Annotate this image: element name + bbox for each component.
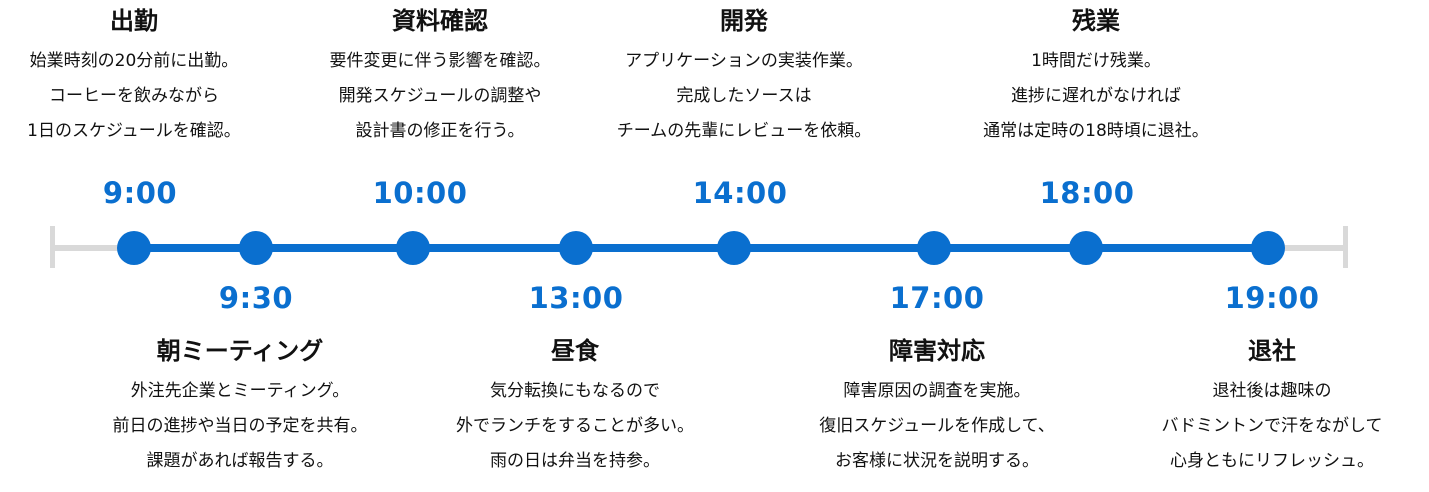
event-description: 外注先企業とミーティング。 前日の進捗や当日の予定を共有。 課題があれば報告する… xyxy=(113,374,368,479)
event-development: 開発 アプリケーションの実装作業。 完成したソースは チームの先輩にレビューを依… xyxy=(617,6,872,149)
event-title: 朝ミーティング xyxy=(156,337,324,365)
event-lunch: 昼食 気分転換にもなるので 外でランチをすることが多い。 雨の日は弁当を持参。 xyxy=(456,336,694,479)
timeline-dot-1400 xyxy=(717,231,751,265)
timeline-dot-1300 xyxy=(559,231,593,265)
timeline-dot-1800 xyxy=(1069,231,1103,265)
event-title: 出勤 xyxy=(109,7,158,35)
time-label-1800: 18:00 xyxy=(1039,176,1135,210)
event-morning-meeting: 朝ミーティング 外注先企業とミーティング。 前日の進捗や当日の予定を共有。 課題… xyxy=(113,336,368,479)
event-description-line: コーヒーを飲みながら xyxy=(48,86,219,106)
event-description-line: 要件変更に伴う影響を確認。 xyxy=(329,51,551,71)
event-description-line: バドミントンで汗をながして xyxy=(1161,416,1383,436)
event-description-line: 外でランチをすることが多い。 xyxy=(456,416,694,436)
event-leave-office: 退社 退社後は趣味の バドミントンで汗をながして 心身ともにリフレッシュ。 xyxy=(1162,336,1383,479)
event-description-line: 障害原因の調査を実施。 xyxy=(843,381,1031,401)
time-label-1700: 17:00 xyxy=(889,281,985,315)
timeline-dot-1900 xyxy=(1251,231,1285,265)
event-description-line: アプリケーションの実装作業。 xyxy=(625,51,863,71)
event-description-line: 雨の日は弁当を持参。 xyxy=(490,451,660,471)
timeline-end-cap xyxy=(1343,226,1348,268)
event-description-line: 退社後は趣味の xyxy=(1212,381,1332,401)
event-description-line: 完成したソースは xyxy=(676,86,812,106)
event-title: 昼食 xyxy=(551,337,599,365)
event-description-line: 通常は定時の18時頃に退社。 xyxy=(983,121,1209,141)
event-title: 資料確認 xyxy=(392,7,488,35)
time-label-1900: 19:00 xyxy=(1224,281,1320,315)
event-document-review: 資料確認 要件変更に伴う影響を確認。 開発スケジュールの調整や 設計書の修正を行… xyxy=(330,6,551,149)
event-overtime: 残業 1時間だけ残業。 進捗に遅れがなければ 通常は定時の18時頃に退社。 xyxy=(983,6,1209,149)
event-description-line: 進捗に遅れがなければ xyxy=(1010,86,1181,106)
time-label-1400: 14:00 xyxy=(692,176,788,210)
event-description-line: 前日の進捗や当日の予定を共有。 xyxy=(112,416,368,436)
event-description-line: 心身ともにリフレッシュ。 xyxy=(1170,451,1374,471)
event-description-line: チームの先輩にレビューを依頼。 xyxy=(616,121,872,141)
event-description: アプリケーションの実装作業。 完成したソースは チームの先輩にレビューを依頼。 xyxy=(617,44,872,149)
time-label-0900: 9:00 xyxy=(102,176,178,210)
event-description-line: 1日のスケジュールを確認。 xyxy=(27,121,241,141)
timeline-dot-1000 xyxy=(396,231,430,265)
event-description: 始業時刻の20分前に出勤。 コーヒーを飲みながら 1日のスケジュールを確認。 xyxy=(27,44,241,149)
event-description: 要件変更に伴う影響を確認。 開発スケジュールの調整や 設計書の修正を行う。 xyxy=(330,44,551,149)
event-title: 残業 xyxy=(1071,7,1120,35)
event-description-line: 始業時刻の20分前に出勤。 xyxy=(29,51,239,71)
time-label-0930: 9:30 xyxy=(218,281,294,315)
event-incident-response: 障害対応 障害原因の調査を実施。 復旧スケジュールを作成して、 お客様に状況を説… xyxy=(819,336,1054,479)
time-label-1300: 13:00 xyxy=(528,281,624,315)
timeline-dot-1700 xyxy=(917,231,951,265)
event-title: 開発 xyxy=(720,7,768,35)
timeline-dot-0900 xyxy=(117,231,151,265)
event-description: 退社後は趣味の バドミントンで汗をながして 心身ともにリフレッシュ。 xyxy=(1162,374,1383,479)
event-title: 退社 xyxy=(1248,337,1296,365)
event-description: 障害原因の調査を実施。 復旧スケジュールを作成して、 お客様に状況を説明する。 xyxy=(819,374,1054,479)
event-description-line: 開発スケジュールの調整や xyxy=(338,86,542,106)
timeline-start-cap xyxy=(50,226,55,268)
timeline-line xyxy=(134,244,1268,252)
time-label-1000: 10:00 xyxy=(372,176,468,210)
event-description-line: 外注先企業とミーティング。 xyxy=(130,381,350,401)
event-description-line: 気分転換にもなるので xyxy=(490,381,660,401)
event-arrival: 出勤 始業時刻の20分前に出勤。 コーヒーを飲みながら 1日のスケジュールを確認… xyxy=(27,6,241,149)
event-description-line: 課題があれば報告する。 xyxy=(146,451,334,471)
event-description-line: 復旧スケジュールを作成して、 xyxy=(819,416,1055,436)
event-description-line: お客様に状況を説明する。 xyxy=(834,451,1039,471)
timeline-dot-0930 xyxy=(239,231,273,265)
event-description-line: 1時間だけ残業。 xyxy=(1031,51,1161,71)
event-title: 障害対応 xyxy=(888,337,985,365)
event-description: 気分転換にもなるので 外でランチをすることが多い。 雨の日は弁当を持参。 xyxy=(456,374,694,479)
event-description: 1時間だけ残業。 進捗に遅れがなければ 通常は定時の18時頃に退社。 xyxy=(983,44,1209,149)
event-description-line: 設計書の修正を行う。 xyxy=(355,121,525,141)
